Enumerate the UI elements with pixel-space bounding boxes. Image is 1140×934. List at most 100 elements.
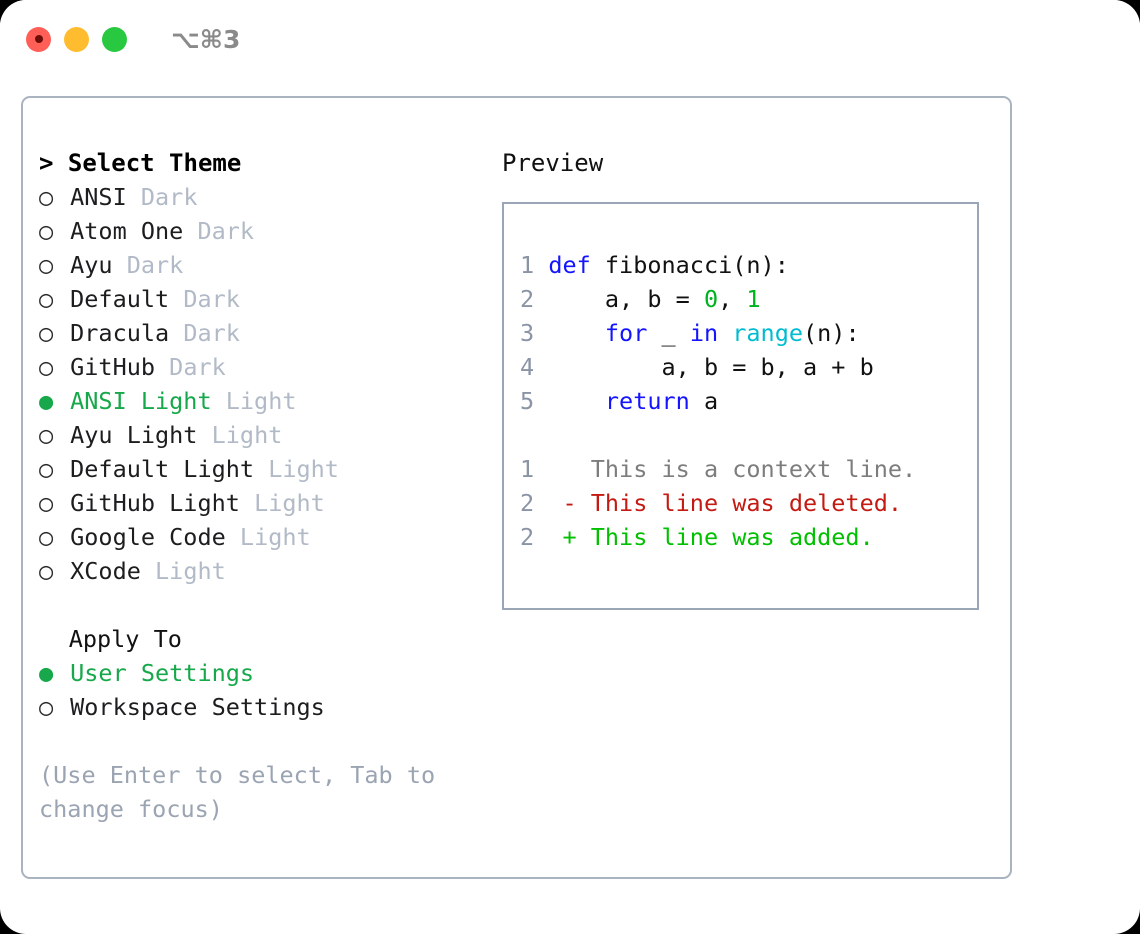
code-token: for xyxy=(604,319,648,347)
diff-sample: 1 This is a context line.2 - This line w… xyxy=(520,452,916,554)
theme-name: Default Light xyxy=(70,455,255,483)
keyboard-hint-text: (Use Enter to select, Tab to change focu… xyxy=(39,761,436,823)
theme-picker-column: > Select Theme ○ ANSI Dark○ Atom One Dar… xyxy=(39,146,479,826)
diff-text: This line was deleted. xyxy=(590,489,903,517)
theme-name: Ayu Light xyxy=(70,421,198,449)
code-line: 3 for _ in range(n): xyxy=(520,316,874,350)
code-token: a xyxy=(689,387,719,415)
code-line-number: 2 xyxy=(520,285,535,313)
theme-list-item[interactable]: ○ ANSI Dark xyxy=(39,180,479,214)
radio-unselected-icon[interactable]: ○ xyxy=(39,693,54,721)
theme-list-item[interactable]: ○ Ayu Dark xyxy=(39,248,479,282)
spacer xyxy=(39,588,479,622)
radio-unselected-icon[interactable]: ○ xyxy=(39,251,54,279)
preview-column: Preview 1 def fibonacci(n):2 a, b = 0, 1… xyxy=(502,146,1002,610)
theme-list-item[interactable]: ○ GitHub Light Light xyxy=(39,486,479,520)
code-line-number: 1 xyxy=(520,251,535,279)
radio-unselected-icon[interactable]: ○ xyxy=(39,489,54,517)
theme-list[interactable]: ○ ANSI Dark○ Atom One Dark○ Ayu Dark○ De… xyxy=(39,180,479,588)
maximize-button-icon[interactable] xyxy=(102,26,127,52)
code-line-number: 5 xyxy=(520,387,535,415)
code-line: 2 a, b = 0, 1 xyxy=(520,282,874,316)
diff-line: 1 This is a context line. xyxy=(520,452,916,486)
theme-list-item[interactable]: ○ XCode Light xyxy=(39,554,479,588)
theme-variant-label: Light xyxy=(225,387,297,415)
apply-to-item[interactable]: ○ Workspace Settings xyxy=(39,690,479,724)
radio-selected-icon[interactable]: ● xyxy=(39,659,54,687)
radio-selected-icon[interactable]: ● xyxy=(39,387,54,415)
code-token: range xyxy=(732,319,804,347)
code-line-number: 4 xyxy=(520,353,535,381)
theme-name: Dracula xyxy=(70,319,170,347)
diff-line-number: 2 xyxy=(520,523,535,551)
theme-list-item[interactable]: ○ GitHub Dark xyxy=(39,350,479,384)
spacer xyxy=(39,724,479,758)
diff-line: 2 - This line was deleted. xyxy=(520,486,916,520)
theme-list-item[interactable]: ○ Google Code Light xyxy=(39,520,479,554)
theme-name: Ayu xyxy=(70,251,113,279)
radio-unselected-icon[interactable]: ○ xyxy=(39,523,54,551)
close-button-icon[interactable] xyxy=(26,26,51,52)
code-token: def xyxy=(548,251,591,279)
radio-unselected-icon[interactable]: ○ xyxy=(39,353,54,381)
theme-list-item[interactable]: ● ANSI Light Light xyxy=(39,384,479,418)
preview-heading: Preview xyxy=(502,149,604,177)
apply-to-name: Workspace Settings xyxy=(70,693,325,721)
diff-text: This line was added. xyxy=(590,523,874,551)
theme-list-item[interactable]: ○ Atom One Dark xyxy=(39,214,479,248)
theme-variant-label: Light xyxy=(254,489,325,517)
code-token: a, b = b, a + b xyxy=(548,353,874,381)
tui-panel: > Select Theme ○ ANSI Dark○ Atom One Dar… xyxy=(21,96,1012,879)
title-bar: ⌥⌘3 xyxy=(0,0,1140,78)
code-line: 5 return a xyxy=(520,384,874,418)
theme-name: GitHub xyxy=(70,353,156,381)
code-token: , xyxy=(718,285,747,313)
radio-unselected-icon[interactable]: ○ xyxy=(39,455,54,483)
theme-list-item[interactable]: ○ Dracula Dark xyxy=(39,316,479,350)
code-line: 1 def fibonacci(n): xyxy=(520,248,874,282)
diff-text: This is a context line. xyxy=(590,455,917,483)
theme-variant-label: Dark xyxy=(197,217,255,245)
theme-name: GitHub Light xyxy=(70,489,240,517)
apply-to-name: User Settings xyxy=(70,659,255,687)
apply-to-list[interactable]: ● User Settings○ Workspace Settings xyxy=(39,656,479,724)
theme-name: Atom One xyxy=(70,217,184,245)
code-token: _ xyxy=(647,319,690,347)
theme-variant-label: Dark xyxy=(183,319,240,347)
apply-to-label: Apply To xyxy=(68,625,182,653)
theme-variant-label: Light xyxy=(268,455,339,483)
theme-name: XCode xyxy=(70,557,141,585)
theme-name: ANSI xyxy=(70,183,127,211)
minimize-button-icon[interactable] xyxy=(64,26,89,52)
theme-variant-label: Light xyxy=(155,557,226,585)
code-token xyxy=(548,387,605,415)
theme-list-item[interactable]: ○ Ayu Light Light xyxy=(39,418,479,452)
traffic-lights xyxy=(26,26,127,52)
theme-name: Google Code xyxy=(70,523,226,551)
radio-unselected-icon[interactable]: ○ xyxy=(39,421,54,449)
theme-name: ANSI Light xyxy=(70,387,212,415)
code-token xyxy=(548,319,605,347)
theme-variant-label: Light xyxy=(239,523,311,551)
code-token xyxy=(718,319,732,347)
code-token: 0 xyxy=(703,285,719,313)
code-token: 1 xyxy=(746,285,761,313)
radio-unselected-icon[interactable]: ○ xyxy=(39,557,54,585)
code-token: return xyxy=(604,387,690,415)
apply-to-item[interactable]: ● User Settings xyxy=(39,656,479,690)
code-token: (n): xyxy=(803,319,860,347)
theme-list-item[interactable]: ○ Default Dark xyxy=(39,282,479,316)
radio-unselected-icon[interactable]: ○ xyxy=(39,217,54,245)
code-token: in xyxy=(689,319,719,347)
radio-unselected-icon[interactable]: ○ xyxy=(39,183,54,211)
theme-variant-label: Light xyxy=(211,421,283,449)
radio-unselected-icon[interactable]: ○ xyxy=(39,319,54,347)
theme-variant-label: Dark xyxy=(183,285,240,313)
select-theme-heading: > Select Theme xyxy=(39,149,242,177)
radio-unselected-icon[interactable]: ○ xyxy=(39,285,54,313)
theme-list-item[interactable]: ○ Default Light Light xyxy=(39,452,479,486)
theme-name: Default xyxy=(70,285,170,313)
code-line: 4 a, b = b, a + b xyxy=(520,350,874,384)
